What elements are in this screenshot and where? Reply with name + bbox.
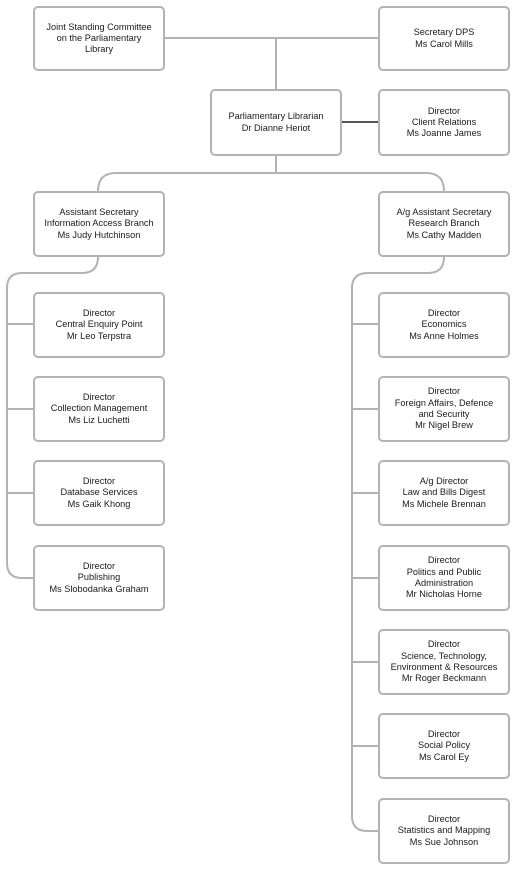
director-politics-public-administration-box: Director Politics and Public Administrat… [378,545,510,611]
director-economics-box: Director Economics Ms Anne Holmes [378,292,510,358]
ia-head-unit: Information Access Branch [44,218,154,229]
client-relations-unit: Client Relations [411,116,477,127]
research-branch-box: A/g Assistant Secretary Research Branch … [378,191,510,257]
director-publishing-box: Director Publishing Ms Slobodanka Graham [33,545,165,611]
librarian-name: Dr Dianne Heriot [241,122,311,133]
director-name: Mr Roger Beckmann [401,673,487,684]
director-foreign-affairs-box: Director Foreign Affairs, Defence and Se… [378,376,510,442]
director-science-technology-box: Director Science, Technology, Environmen… [378,629,510,695]
director-title: Director [82,561,116,572]
secretary-title: Secretary DPS [413,27,475,38]
director-title: A/g Director [419,476,469,487]
director-unit: Social Policy [417,740,471,751]
director-name: Ms Carol Ey [418,751,470,762]
director-title: Director [82,476,116,487]
information-access-branch-box: Assistant Secretary Information Access B… [33,191,165,257]
director-name: Ms Anne Holmes [409,330,479,341]
director-social-policy-box: Director Social Policy Ms Carol Ey [378,713,510,779]
director-name: Ms Sue Johnson [409,836,479,847]
director-title: Director [82,308,116,319]
director-unit-line-2: and Security [418,409,470,419]
director-unit-line-1: Science, Technology, [401,650,487,661]
director-unit: Collection Management [50,403,148,414]
director-unit: Database Services [60,487,138,498]
director-unit-line-1: Politics and Public [406,566,482,577]
director-unit-line-1: Foreign Affairs, Defence [394,397,494,408]
director-title: Director [427,555,461,566]
librarian-title: Parliamentary Librarian [228,111,324,122]
director-unit: Statistics and Mapping [397,825,491,836]
director-name: Ms Michele Brennan [402,498,486,509]
director-collection-management-box: Director Collection Management Ms Liz Lu… [33,376,165,442]
director-unit: Publishing [77,572,121,583]
committee-line-3: Library [84,44,114,55]
director-law-bills-digest-box: A/g Director Law and Bills Digest Ms Mic… [378,460,510,526]
director-title: Director [427,729,461,740]
director-name: Mr Leo Terpstra [66,330,132,341]
director-statistics-mapping-box: Director Statistics and Mapping Ms Sue J… [378,798,510,864]
director-unit: Central Enquiry Point [55,319,143,330]
director-name: Mr Nicholas Horne [405,589,483,600]
client-relations-title: Director [427,105,461,116]
parliamentary-librarian-box: Parliamentary Librarian Dr Dianne Heriot [210,89,342,156]
rb-head-title: A/g Assistant Secretary [396,207,492,218]
director-database-services-box: Director Database Services Ms Gaik Khong [33,460,165,526]
director-unit-line-2: Environment & Resources [390,662,498,672]
committee-line-2: on the Parliamentary [56,32,142,43]
secretary-name: Ms Carol Mills [415,38,473,49]
director-title: Director [82,392,116,403]
joint-standing-committee-box: Joint Standing Committee on the Parliame… [33,6,165,71]
director-title: Director [427,814,461,825]
secretary-dps-box: Secretary DPS Ms Carol Mills [378,6,510,71]
director-name: Ms Slobodanka Graham [49,583,149,594]
director-name: Mr Nigel Brew [415,420,473,431]
director-name: Ms Gaik Khong [67,498,131,509]
director-central-enquiry-point-box: Director Central Enquiry Point Mr Leo Te… [33,292,165,358]
director-title: Director [427,308,461,319]
director-name: Ms Liz Luchetti [68,414,130,425]
rb-head-name: Ms Cathy Madden [406,229,482,240]
ia-head-title: Assistant Secretary [59,207,139,218]
director-title: Director [427,386,461,397]
director-unit-line-2: Administration [414,578,474,588]
director-title: Director [427,639,461,650]
rb-head-unit: Research Branch [408,218,480,229]
client-relations-name: Ms Joanne James [406,128,482,139]
director-unit: Law and Bills Digest [402,487,486,498]
committee-line-1: Joint Standing Committee [46,21,152,32]
ia-head-name: Ms Judy Hutchinson [57,229,141,240]
director-unit: Economics [421,319,467,330]
client-relations-box: Director Client Relations Ms Joanne Jame… [378,89,510,156]
